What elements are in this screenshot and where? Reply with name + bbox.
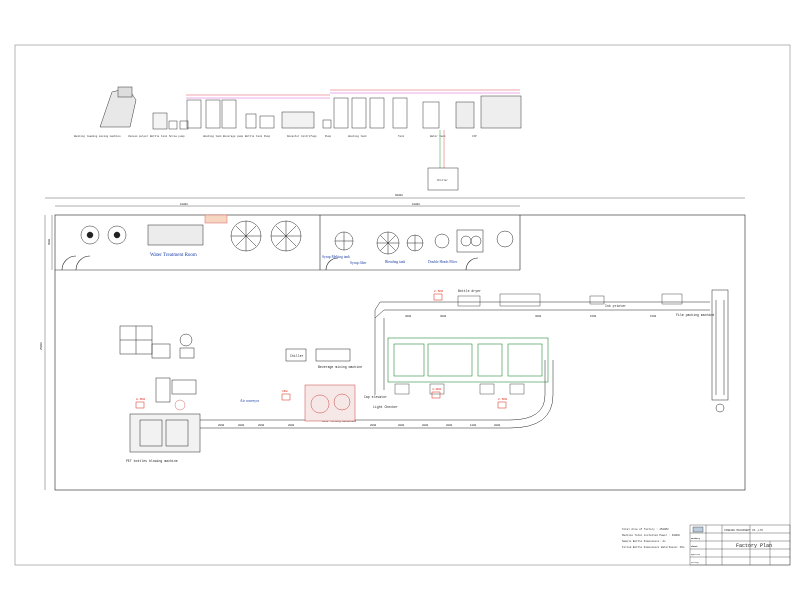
- note-line: Machine Total installed Power : 300KW: [622, 533, 680, 537]
- title-block-field: Drawing: [691, 537, 701, 540]
- air-conveyor-label: Air conveyor: [240, 399, 260, 403]
- conveyor-dimension: 2000: [494, 424, 501, 427]
- equipment-label: Decanter Centrifuge: [287, 134, 317, 138]
- film-packing-label: Film packing machine: [676, 313, 714, 317]
- bottle-dryer-label: Bottle dryer: [458, 289, 481, 293]
- syrup-melting-label: Syrup Melting tank: [322, 255, 350, 259]
- equipment-label: Heating tank: [348, 134, 367, 138]
- equipment-row: [99, 86, 522, 191]
- conveyor-dimension: 1500: [650, 315, 657, 318]
- conveyor-dimension: 2000: [218, 424, 225, 427]
- equipment-label: Pump: [325, 135, 332, 138]
- beverage-mixing-label: Beverage mixing machine: [318, 365, 362, 369]
- left-room-dimension: 18000: [180, 203, 188, 206]
- power-tag-box: [431, 391, 441, 399]
- double-heads-filter-label: Double Heads Filter: [428, 260, 458, 264]
- equipment-label: Heating tank: [203, 134, 222, 138]
- process-room: [387, 337, 549, 383]
- conveyor-dimension: 2000: [258, 424, 265, 427]
- equipment-label: Pump: [264, 135, 271, 138]
- blending-tank-label: Blending tank: [385, 260, 405, 264]
- conveyor-dimensions: 2000 2000 2000 2000 2000 2000 2000 2000 1200 2000…: [218, 315, 657, 427]
- conveyor-dimension: 2000: [446, 424, 453, 427]
- process-machines: [394, 293, 683, 395]
- height-dimension: 25000: [40, 342, 43, 350]
- conveyor-dimension: 2000: [288, 424, 295, 427]
- conveyor-dimension: 2000: [398, 424, 405, 427]
- conveyor-dimension: 3000: [535, 315, 542, 318]
- water-treatment-equipment: [80, 214, 302, 252]
- light-checker-label: Light Checker: [373, 405, 398, 409]
- note-line: Filled Bottle Dimensions Waterbased: 45m: [622, 545, 685, 549]
- blowing-area-equipment: [119, 325, 356, 453]
- power-tag-box: [497, 401, 507, 409]
- cap-elevator-label: Cap elevator: [364, 395, 387, 399]
- conveyor-dimension: 2000: [370, 424, 377, 427]
- equipment-label: Water tank: [430, 134, 446, 138]
- top-chiller-label: Chiller: [437, 178, 448, 182]
- title-block-field: Approve: [691, 553, 701, 556]
- equipment-label: Washing loading mixing machine: [74, 134, 121, 138]
- equipment-label: Tank: [398, 134, 405, 138]
- drawing-title: Factory Plan: [736, 543, 772, 549]
- building-outline: [54, 214, 746, 491]
- equipment-label: Bottle tank: [150, 134, 168, 138]
- equipment-label: Vacuum pulper: [128, 134, 149, 138]
- title-block-field: Sheet: [691, 545, 698, 548]
- conveyor-dimension: 1200: [470, 424, 477, 427]
- dimension-lines: [44, 197, 745, 490]
- power-tag-label: 4.0KW: [432, 388, 441, 391]
- power-tag-box: [281, 393, 291, 401]
- packer-end-icon: [715, 403, 725, 413]
- company-name: XINHANG MACHINERY CO.,LTD: [724, 529, 763, 532]
- conveyor-dimension: 2000: [238, 424, 245, 427]
- note-line: Sample Bottle Dimensions: As: [622, 539, 666, 543]
- right-room-dimension: 18000: [412, 203, 420, 206]
- equipment-label: Screw pump: [169, 135, 185, 138]
- power-tag-box: [135, 401, 145, 409]
- conveyor-dimension: 2000: [422, 424, 429, 427]
- power-tag-label: 8.5KW: [136, 398, 145, 401]
- top-chiller-box: [427, 167, 459, 191]
- title-block-field: Scale: [691, 537, 698, 540]
- conveyor-dimension: 3000: [405, 315, 412, 318]
- overall-dimension: 60000: [395, 194, 403, 197]
- syrup-filter-label: Syrup filter: [350, 261, 367, 265]
- title-block: [689, 524, 791, 566]
- side-dimension: 6000: [48, 238, 51, 245]
- equipment-label: Beverage pump: [223, 135, 244, 138]
- power-tag-label: 2.5KW: [498, 398, 507, 401]
- ink-printer-label: Ink printer: [605, 304, 626, 308]
- chiller-label: Chiller: [290, 354, 303, 358]
- conveyor-lines: [200, 289, 729, 429]
- power-tag-label: 1KW: [282, 390, 288, 393]
- syrup-room-equipment: [334, 229, 514, 255]
- pet-blowing-label: PET bottles blowing machine: [126, 459, 178, 463]
- equipment-labels: Washing loading mixing machine Vacuum pul…: [74, 134, 477, 138]
- conveyor-dimension: 1500: [590, 315, 597, 318]
- water-treatment-room-label: Water Treatment Room: [150, 253, 197, 258]
- note-line: Total Area of factory : 4500M2: [622, 527, 669, 531]
- equipment-label: Bottle tank: [245, 134, 263, 138]
- conveyor-dimension: 3000: [440, 315, 447, 318]
- power-tag-label: 2.5KW: [434, 290, 443, 293]
- power-tag-box: [433, 293, 443, 301]
- title-block-field: Check: [691, 545, 698, 548]
- drawing-frame: [14, 44, 791, 566]
- equipment-label: CIP: [472, 135, 477, 138]
- power-tags: 2.5KW 4.0KW 2.5KW 1KW 8.5KW: [135, 290, 507, 409]
- title-block-field: Design: [691, 561, 700, 564]
